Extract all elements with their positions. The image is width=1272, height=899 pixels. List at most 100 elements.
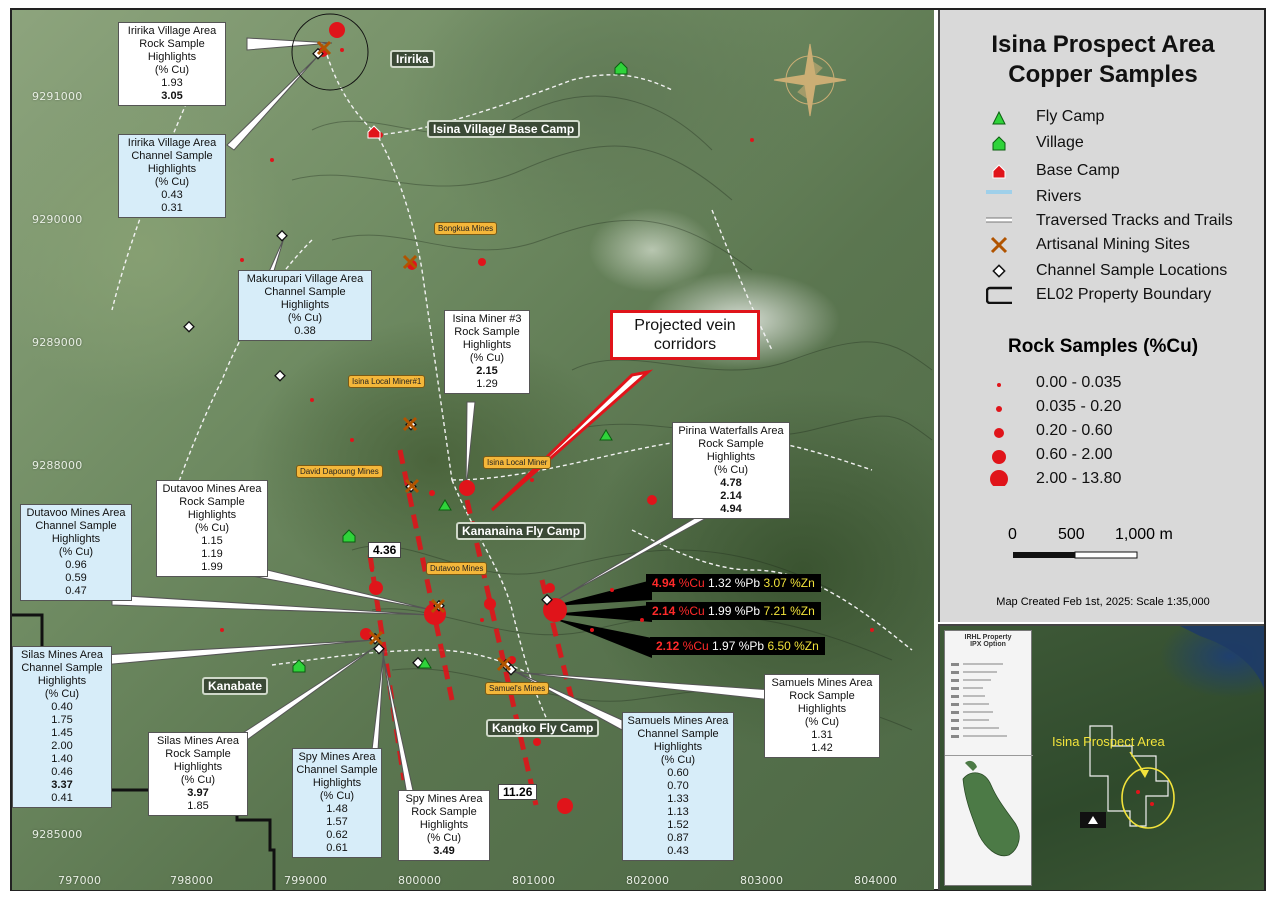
grid-label-x: 803000: [740, 874, 784, 887]
box-line: (% Cu): [194, 522, 230, 534]
property-boundary-icon: [986, 286, 1012, 304]
silas-rock-box[interactable]: Silas Mines Area Rock Sample Highlights …: [148, 732, 248, 816]
place-label-isina-village[interactable]: Isina Village/ Base Camp: [427, 120, 581, 138]
assay-cu: 2.12: [656, 639, 680, 653]
box-value: 0.87: [667, 832, 689, 844]
box-value: 0.43: [161, 189, 183, 201]
inset-legend-title-2: IPX Option: [970, 641, 1006, 648]
spy-channel-box[interactable]: Spy Mines Area Channel Sample Highlights…: [292, 748, 382, 858]
box-value: 0.60: [667, 767, 689, 779]
place-label-kanabate[interactable]: Kanabate: [202, 677, 269, 695]
legend-item-base-camp: Base Camp: [1036, 162, 1120, 179]
assay-zn: 6.50 %Zn: [767, 639, 819, 653]
scale-tick-0: 0: [1008, 526, 1017, 543]
box-line: (% Cu): [660, 754, 696, 766]
box-line: Channel Sample: [131, 150, 213, 162]
legend-item-channel: Channel Sample Locations: [1036, 262, 1228, 279]
assay-label: 4.94 %Cu 1.32 %Pb 3.07 %Zn: [646, 574, 821, 592]
legend-title-line-2: Copper Samples: [1008, 61, 1198, 88]
box-value: 0.43: [667, 845, 689, 857]
place-label-kananaina[interactable]: Kananaina Fly Camp: [456, 522, 587, 540]
pirina-rock-box[interactable]: Pirina Waterfalls Area Rock Sample Highl…: [672, 422, 790, 519]
box-line: (% Cu): [319, 790, 355, 802]
dutavoo-rock-box[interactable]: Dutavoo Mines Area Rock Sample Highlight…: [156, 480, 268, 577]
mine-label-david-dapoung[interactable]: David Dapoung Mines: [296, 465, 383, 478]
box-line: Rock Sample: [789, 690, 855, 702]
box-value: 2.00: [51, 740, 73, 752]
box-line: Dutavoo Mines Area: [162, 483, 262, 495]
scale-tick-500: 500: [1058, 526, 1085, 543]
box-line: Rock Sample: [454, 326, 520, 338]
spy-rock-box[interactable]: Spy Mines Area Rock Sample Highlights (%…: [398, 790, 490, 861]
mine-label-bongkua[interactable]: Bongkua Mines: [434, 222, 498, 235]
box-line: Spy Mines Area: [405, 793, 483, 805]
box-value: 0.47: [65, 585, 87, 597]
box-value-bold: 2.15: [476, 365, 498, 377]
grid-label-x: 797000: [58, 874, 102, 887]
assay-label: 2.14 %Cu 1.99 %Pb 7.21 %Zn: [646, 602, 821, 620]
box-value: 1.33: [667, 793, 689, 805]
box-value: 1.42: [811, 742, 833, 754]
box-line: (% Cu): [58, 546, 94, 558]
box-value: 0.61: [326, 842, 348, 854]
box-line: (% Cu): [154, 176, 190, 188]
rock-class-label: 0.20 - 0.60: [1036, 422, 1113, 439]
iririka-rock-box[interactable]: Iririka Village Area Rock Sample Highlig…: [118, 22, 226, 106]
makurupari-channel-box[interactable]: Makurupari Village Area Channel Sample H…: [238, 270, 372, 341]
scale-bar: [1013, 551, 1138, 559]
main-map[interactable]: 9291000 9290000 9289000 9288000 9287000 …: [12, 10, 934, 890]
box-value: 1.15: [201, 535, 223, 547]
grid-label-x: 802000: [626, 874, 670, 887]
box-line: Samuels Mines Area: [627, 715, 729, 727]
box-line: Rock Sample: [411, 806, 477, 818]
rock-class-label: 0.60 - 2.00: [1036, 446, 1113, 463]
box-value: 0.46: [51, 766, 73, 778]
box-value: 0.40: [51, 701, 73, 713]
samuels-channel-box[interactable]: Samuels Mines Area Channel Sample Highli…: [622, 712, 734, 861]
silas-channel-box[interactable]: Silas Mines Area Channel Sample Highligh…: [12, 646, 112, 808]
box-line: Channel Sample: [637, 728, 719, 740]
box-line: Samuels Mines Area: [771, 677, 873, 689]
box-line: Highlights: [187, 509, 237, 521]
box-value: 1.29: [476, 378, 498, 390]
mine-label-dutavoo[interactable]: Dutavoo Mines: [426, 562, 488, 575]
mine-label-samuels[interactable]: Samuel's Mines: [485, 682, 550, 695]
box-line: (% Cu): [154, 64, 190, 76]
box-value: 1.52: [667, 819, 689, 831]
grid-label-y: 9291000: [32, 90, 83, 103]
inset-area-label: Isina Prospect Area: [1052, 734, 1165, 749]
value-tag: 4.36: [368, 542, 402, 558]
grid-label-x: 804000: [854, 874, 898, 887]
assay-cu-unit: %Cu: [675, 576, 705, 590]
mine-label-isina-local-1[interactable]: Isina Local Miner#1: [348, 375, 426, 388]
inset-map[interactable]: IRHL Property IPX Option Isina Prospect …: [938, 624, 1264, 890]
isina-miner-3-box[interactable]: Isina Miner #3 Rock Sample Highlights (%…: [444, 310, 530, 394]
dutavoo-channel-box[interactable]: Dutavoo Mines Area Channel Sample Highli…: [20, 504, 132, 601]
box-value-bold: 3.37: [51, 779, 73, 791]
box-value: 0.96: [65, 559, 87, 571]
assay-pb: 1.99 %Pb: [708, 604, 761, 618]
box-line: Isina Miner #3: [452, 313, 522, 325]
village-icon: [992, 136, 1006, 151]
assay-zn: 3.07 %Zn: [763, 576, 815, 590]
box-value: 0.31: [161, 202, 183, 214]
legend-item-trails: Traversed Tracks and Trails: [1036, 212, 1233, 229]
box-line: (% Cu): [180, 774, 216, 786]
place-label-kangko[interactable]: Kangko Fly Camp: [486, 719, 600, 737]
mine-label-isina-local[interactable]: Isina Local Miner: [483, 456, 552, 469]
vein-corridor-callout: Projected vein corridors: [610, 310, 760, 360]
box-line: (% Cu): [44, 688, 80, 700]
place-label-iririka[interactable]: Iririka: [390, 50, 435, 68]
grid-label-x: 799000: [284, 874, 328, 887]
legend-title-line-1: Isina Prospect Area: [991, 31, 1215, 58]
mining-site-icon: [990, 236, 1008, 254]
river-icon: [986, 190, 1012, 194]
legend-panel: Isina Prospect Area Copper Samples Fly C…: [938, 10, 1264, 622]
samuels-rock-box[interactable]: Samuels Mines Area Rock Sample Highlight…: [764, 674, 880, 758]
assay-cu-unit: %Cu: [679, 639, 709, 653]
box-line: Channel Sample: [35, 520, 117, 532]
box-line: Highlights: [280, 299, 330, 311]
iririka-channel-box[interactable]: Iririka Village Area Channel Sample High…: [118, 134, 226, 218]
box-line: Highlights: [51, 533, 101, 545]
box-value: 1.45: [51, 727, 73, 739]
